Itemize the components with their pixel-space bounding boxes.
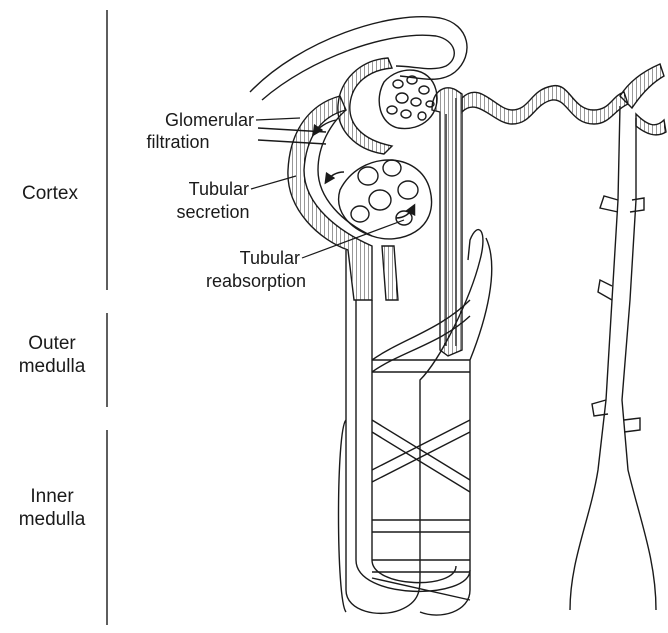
vasa-recta-left-edge [339, 420, 347, 612]
glomerular-label-line1: Glomerular [165, 110, 254, 130]
distal-tubule-3 [636, 114, 666, 135]
arteriole-loop [250, 17, 467, 100]
proximal-tubule [288, 96, 372, 300]
secretion-label-line2: secretion [176, 202, 249, 222]
ascending-limb [432, 88, 462, 356]
descending-limb-thin [356, 300, 372, 560]
inner-medulla-label-line1: Inner [30, 486, 74, 507]
collecting-duct-branches [592, 196, 644, 432]
distal-tubule-2 [620, 64, 664, 108]
outer-medulla-label-line2: medulla [19, 356, 86, 377]
descending-limb [382, 246, 398, 300]
cortex-label: Cortex [22, 183, 78, 204]
glomerular-label-line2: filtration [146, 132, 209, 152]
reabsorption-label-line1: Tubular [240, 248, 300, 268]
collecting-duct [570, 106, 656, 610]
glomerular-leader [256, 118, 300, 120]
distal-tubule [462, 86, 628, 124]
secretion-label-line1: Tubular [189, 179, 249, 199]
nephron-drawing [250, 17, 666, 615]
region-labels: Cortex Outer medulla Inner medulla [19, 183, 86, 530]
outer-medulla-label-line1: Outer [28, 333, 76, 354]
process-labels: Glomerular filtration Tubular secretion … [146, 110, 306, 291]
bowman-capsule [338, 58, 392, 154]
inner-medulla-label-line2: medulla [19, 509, 86, 530]
reabsorption-label-line2: reabsorption [206, 271, 306, 291]
secretion-arrow [326, 172, 344, 182]
